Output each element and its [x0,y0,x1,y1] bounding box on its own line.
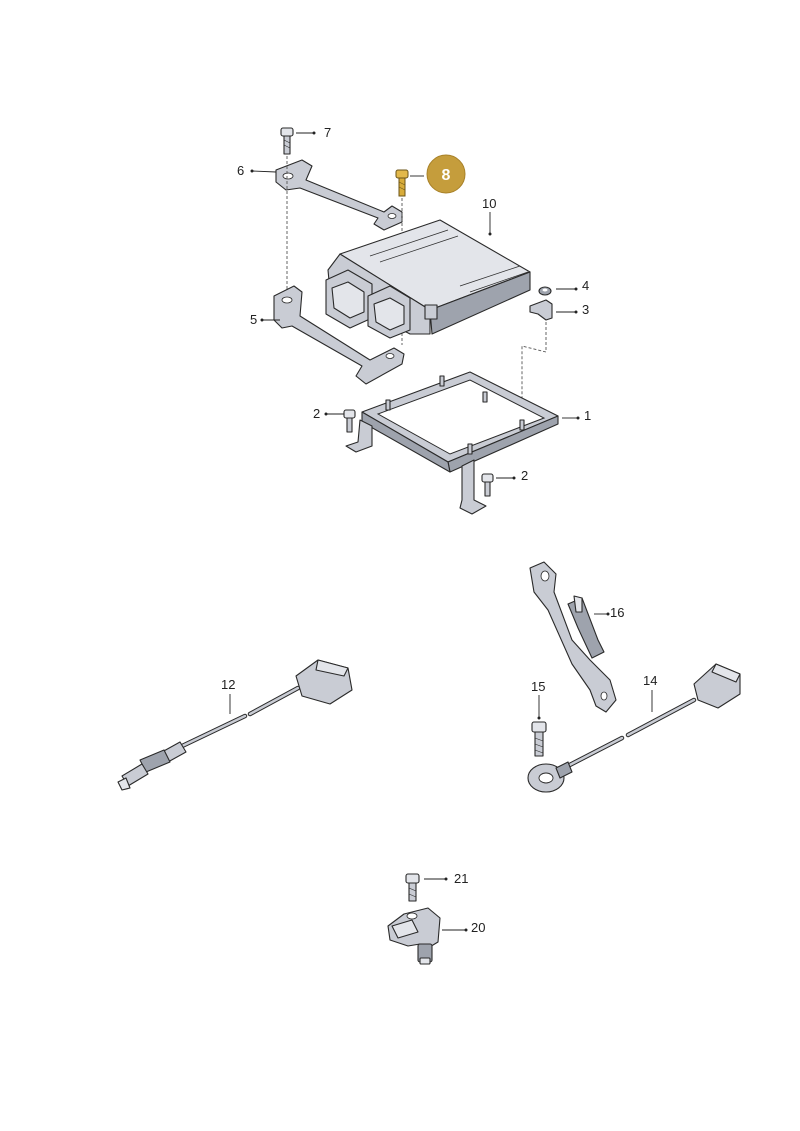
svg-text:20: 20 [471,920,485,935]
part-12-sensor-with-cable[interactable] [117,659,353,791]
callout-12: 12 [221,677,235,714]
part-10-control-unit[interactable] [325,219,531,339]
callout-16: 16 [594,605,624,620]
svg-text:14: 14 [643,673,657,688]
part-16-bracket-plate[interactable] [529,561,617,713]
part-21-bolt[interactable] [405,873,420,902]
callout-5: 5 [250,312,280,327]
part-15-screw[interactable] [531,721,547,757]
svg-text:16: 16 [610,605,624,620]
svg-text:3: 3 [582,302,589,317]
svg-text:21: 21 [454,871,468,886]
part-2-screw-left[interactable] [343,409,356,433]
callout-2-lower: 2 [496,468,528,483]
part-6-upper-bracket[interactable] [275,159,403,231]
part-3-clip[interactable] [529,299,553,321]
svg-text:6: 6 [237,163,244,178]
callout-14: 14 [643,673,657,712]
part-4-nut[interactable] [538,286,552,296]
part-1-carrier-frame[interactable] [345,371,559,515]
callout-15: 15 [531,679,545,720]
svg-text:5: 5 [250,312,257,327]
callout-20: 20 [442,920,485,935]
svg-text:15: 15 [531,679,545,694]
svg-text:2: 2 [521,468,528,483]
svg-text:2: 2 [313,406,320,421]
part-20-sensor[interactable] [387,907,441,965]
callout-1: 1 [562,408,591,423]
svg-text:1: 1 [584,408,591,423]
callout-10: 10 [482,196,496,236]
callout-7: 7 [296,125,331,140]
svg-text:4: 4 [582,278,589,293]
svg-text:7: 7 [324,125,331,140]
callout-21: 21 [424,871,468,886]
svg-text:12: 12 [221,677,235,692]
callout-3: 3 [556,302,589,317]
callout-2-left: 2 [313,406,344,421]
control-unit-assembly [273,127,559,515]
part-8-bolt-highlighted[interactable] [395,169,409,197]
svg-text:10: 10 [482,196,496,211]
part-2-screw-lower[interactable] [481,473,494,497]
part-7-bolt[interactable] [280,127,294,155]
callout-6: 6 [237,163,277,178]
svg-text:8: 8 [442,167,451,184]
part-14-sensor-with-cable[interactable] [527,663,741,793]
callout-4: 4 [556,278,589,293]
part-5-lower-bracket[interactable] [273,285,405,385]
callout-8-badge[interactable]: 8 [410,154,466,194]
